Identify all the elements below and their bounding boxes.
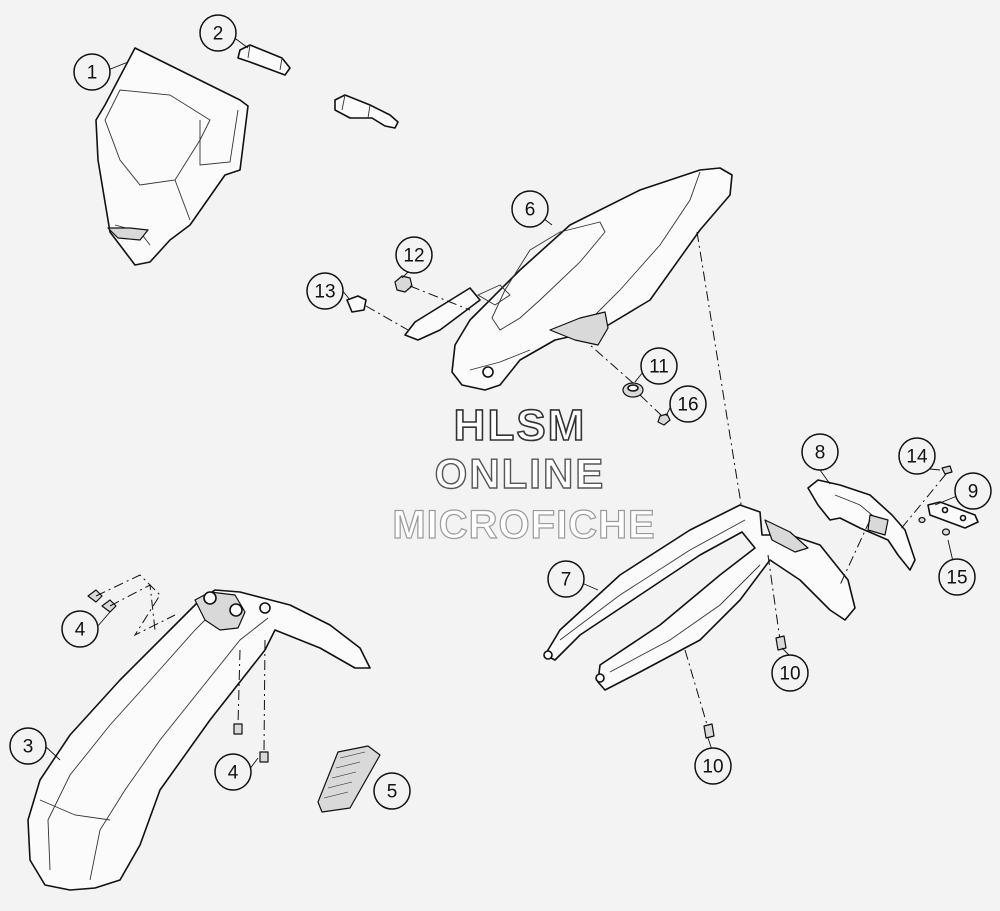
callout-circle xyxy=(640,347,678,385)
callout-c4b: 4 xyxy=(214,753,252,791)
callout-circle xyxy=(801,433,839,471)
callout-circle xyxy=(547,560,585,598)
callout-number: 11 xyxy=(649,357,669,378)
part-10-screw-lower xyxy=(684,649,715,739)
callout-circle xyxy=(214,753,252,791)
callout-c4a: 4 xyxy=(61,610,99,648)
part-10-screw-upper xyxy=(767,554,787,651)
callout-number: 4 xyxy=(228,763,239,784)
callout-number: 13 xyxy=(314,282,335,303)
callout-number: 16 xyxy=(677,395,698,416)
headlight-mask xyxy=(95,47,249,266)
callout-c5: 5 xyxy=(373,772,411,810)
cable-clamp-upper xyxy=(237,44,291,76)
callout-number: 7 xyxy=(561,570,572,591)
callout-circle xyxy=(9,727,47,765)
callout-c7: 7 xyxy=(547,560,585,598)
callout-number: 6 xyxy=(525,200,536,221)
callout-circle xyxy=(199,14,237,52)
callout-number: 10 xyxy=(779,664,800,685)
callout-c15: 15 xyxy=(938,558,976,596)
callout-c6: 6 xyxy=(511,190,549,228)
part-5-pad xyxy=(317,745,381,813)
callout-circle xyxy=(61,610,99,648)
callout-number: 2 xyxy=(213,24,224,45)
callout-circle xyxy=(306,272,344,310)
watermark-line-1: HLSM xyxy=(454,401,587,450)
reflector-plate xyxy=(927,501,979,529)
callout-c16: 16 xyxy=(669,385,707,423)
side-panels xyxy=(543,504,856,691)
callout-number: 5 xyxy=(387,782,398,803)
callout-c12: 12 xyxy=(395,236,433,274)
callout-circle xyxy=(511,190,549,228)
callout-number: 1 xyxy=(87,63,98,84)
callout-circle xyxy=(898,437,936,475)
callout-number: 4 xyxy=(75,620,86,641)
callout-circle xyxy=(771,654,809,692)
callout-circle xyxy=(954,472,992,510)
watermark-line-3: MICROFICHE xyxy=(392,503,655,547)
callout-circle xyxy=(395,236,433,274)
front-fender xyxy=(27,589,371,891)
callout-c13: 13 xyxy=(306,272,344,310)
callout-c10b: 10 xyxy=(694,747,732,785)
license-bracket xyxy=(807,479,916,571)
callout-c2: 2 xyxy=(199,14,237,52)
rear-fender xyxy=(404,167,733,391)
callout-circle xyxy=(938,558,976,596)
callout-number: 3 xyxy=(23,737,34,758)
callout-c10a: 10 xyxy=(771,654,809,692)
part-11-grommet xyxy=(589,344,644,398)
callout-circle xyxy=(669,385,707,423)
part-14-bolt xyxy=(899,465,953,531)
part-16-nut xyxy=(639,394,671,426)
callout-number: 12 xyxy=(403,246,424,267)
callout-c11: 11 xyxy=(640,347,678,385)
part-13-screw xyxy=(346,295,409,331)
part-4-screws-upper xyxy=(87,574,176,637)
callout-number: 9 xyxy=(968,482,979,503)
callout-c3: 3 xyxy=(9,727,47,765)
callout-circle xyxy=(373,772,411,810)
part-4-screws-lower xyxy=(233,639,269,763)
callout-c1: 1 xyxy=(73,53,111,91)
part-15-nut xyxy=(918,516,951,536)
callout-c8: 8 xyxy=(801,433,839,471)
callout-number: 10 xyxy=(702,757,723,778)
watermark-line-2: ONLINE xyxy=(435,450,606,497)
callout-number: 14 xyxy=(906,447,928,468)
part-12-nut xyxy=(394,275,471,311)
callout-number: 15 xyxy=(946,568,967,589)
callout-c9: 9 xyxy=(954,472,992,510)
callout-circle xyxy=(73,53,111,91)
callout-number: 8 xyxy=(815,443,826,464)
callout-circle xyxy=(694,747,732,785)
watermark: HLSM ONLINE MICROFICHE xyxy=(392,400,656,547)
cable-clamp-lower xyxy=(334,94,399,129)
callout-c14: 14 xyxy=(898,437,936,475)
